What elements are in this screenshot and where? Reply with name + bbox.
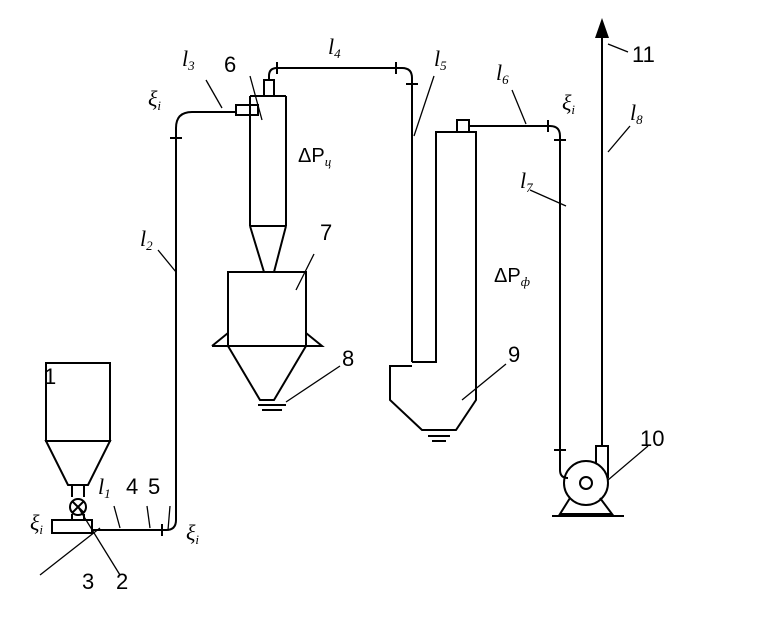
label-xi-top-left: ξi — [148, 86, 161, 113]
label-l6: l6 — [496, 60, 509, 87]
label-xi-bottom-bend: ξi — [186, 520, 199, 547]
exhaust-fan — [552, 445, 624, 517]
label-l2: l2 — [140, 226, 153, 253]
label-l1: l1 — [98, 474, 111, 501]
leader-lines — [77, 43, 649, 576]
bag-filter — [389, 119, 477, 442]
label-l3: l3 — [182, 46, 195, 73]
label-10: 10 — [640, 426, 664, 451]
label-xi-inlet: ξi — [30, 510, 43, 537]
label-7: 7 — [320, 220, 332, 245]
cyclone — [235, 79, 287, 273]
label-dp-cyclone: ΔPц — [298, 145, 332, 169]
conveying-pipe-upper — [268, 62, 418, 362]
label-8: 8 — [342, 346, 354, 371]
label-xi-exhaust: ξi — [562, 90, 575, 117]
conveying-pipe-lower — [92, 111, 236, 536]
mixer-chamber — [39, 519, 101, 576]
label-3: 3 — [82, 569, 94, 594]
label-2: 2 — [116, 569, 128, 594]
exhaust-pipe — [469, 120, 569, 479]
exhaust-stack — [595, 18, 609, 446]
arrow-up-icon — [595, 18, 609, 38]
label-l7: l7 — [520, 168, 533, 195]
label-9: 9 — [508, 342, 520, 367]
label-4: 4 — [126, 474, 138, 499]
label-dp-filter: ΔPф — [494, 265, 530, 289]
label-5: 5 — [148, 474, 160, 499]
rotary-feeder — [69, 485, 87, 520]
label-11: 11 — [632, 42, 655, 67]
collection-bin — [211, 271, 325, 411]
label-1: 1 — [44, 364, 56, 389]
label-l8: l8 — [630, 100, 643, 127]
label-l4: l4 — [328, 34, 341, 61]
label-l5: l5 — [434, 46, 447, 73]
label-6: 6 — [224, 52, 236, 77]
